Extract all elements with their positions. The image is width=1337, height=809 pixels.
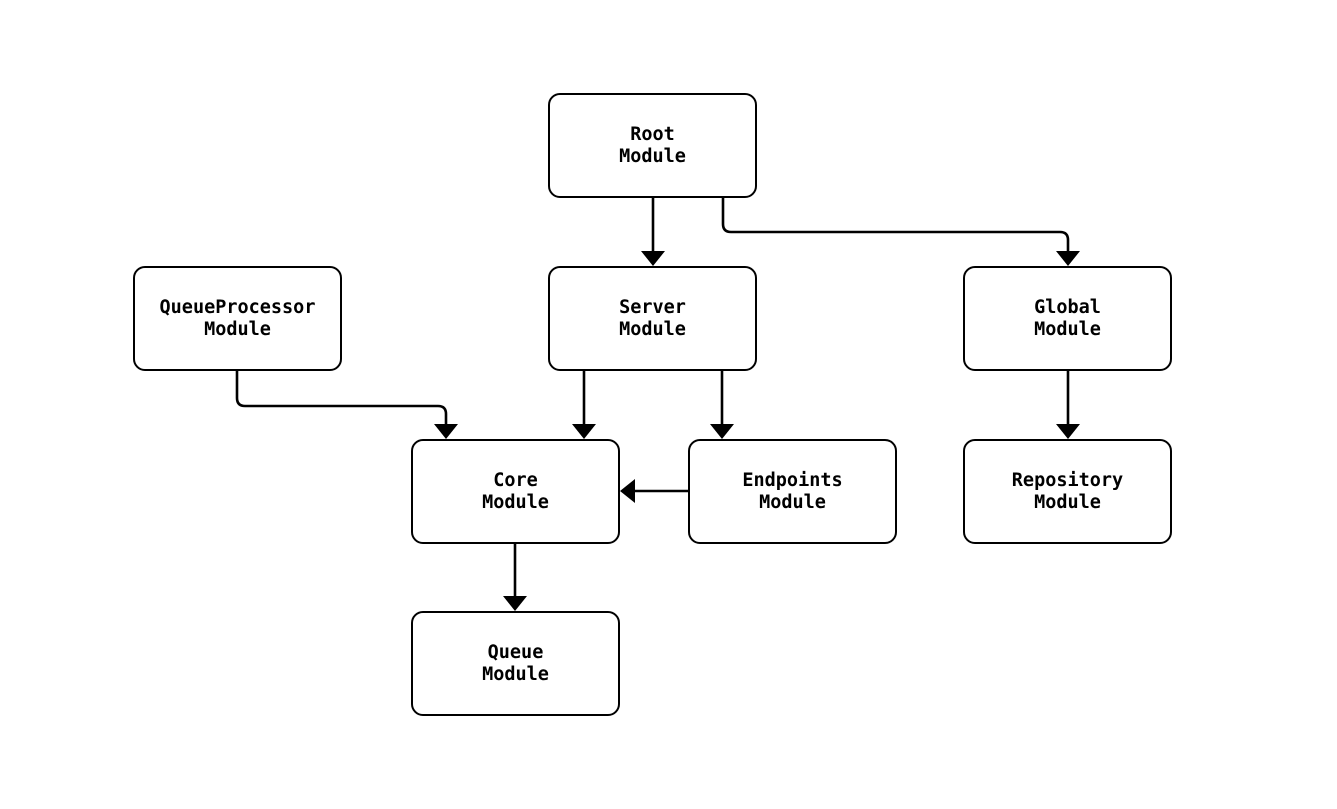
edge-root-to-server	[641, 196, 665, 266]
node-label: Server Module	[619, 296, 686, 340]
node-queue-module: Queue Module	[411, 611, 620, 716]
edge-root-to-global	[721, 196, 1080, 266]
arrowhead-left-icon	[620, 479, 635, 503]
node-label: QueueProcessor Module	[159, 296, 316, 340]
arrowhead-down-icon	[572, 424, 596, 439]
edge-global-to-repository	[1056, 369, 1080, 439]
node-endpoints-module: Endpoints Module	[688, 439, 897, 544]
edge-server-to-core	[572, 369, 596, 439]
node-global-module: Global Module	[963, 266, 1172, 371]
edge-line	[235, 369, 448, 427]
arrowhead-down-icon	[434, 424, 458, 439]
node-label: Repository Module	[1011, 469, 1124, 513]
arrowhead-down-icon	[503, 596, 527, 611]
edge-core-to-queue	[503, 542, 527, 611]
edge-server-to-endpoints	[710, 369, 734, 439]
edge-endpoints-to-core	[620, 479, 690, 503]
node-server-module: Server Module	[548, 266, 757, 371]
node-label: Endpoints Module	[742, 469, 843, 513]
node-label: Root Module	[619, 123, 686, 167]
node-core-module: Core Module	[411, 439, 620, 544]
arrowhead-down-icon	[1056, 251, 1080, 266]
node-repository-module: Repository Module	[963, 439, 1172, 544]
node-label: Global Module	[1034, 296, 1101, 340]
edge-queueprocessor-to-core	[235, 369, 458, 439]
arrowhead-down-icon	[1056, 424, 1080, 439]
arrowhead-down-icon	[641, 251, 665, 266]
edge-line	[721, 196, 1070, 254]
node-label: Queue Module	[482, 641, 549, 685]
arrowhead-down-icon	[710, 424, 734, 439]
node-queueprocessor-module: QueueProcessor Module	[133, 266, 342, 371]
node-label: Core Module	[482, 469, 549, 513]
node-root-module: Root Module	[548, 93, 757, 198]
